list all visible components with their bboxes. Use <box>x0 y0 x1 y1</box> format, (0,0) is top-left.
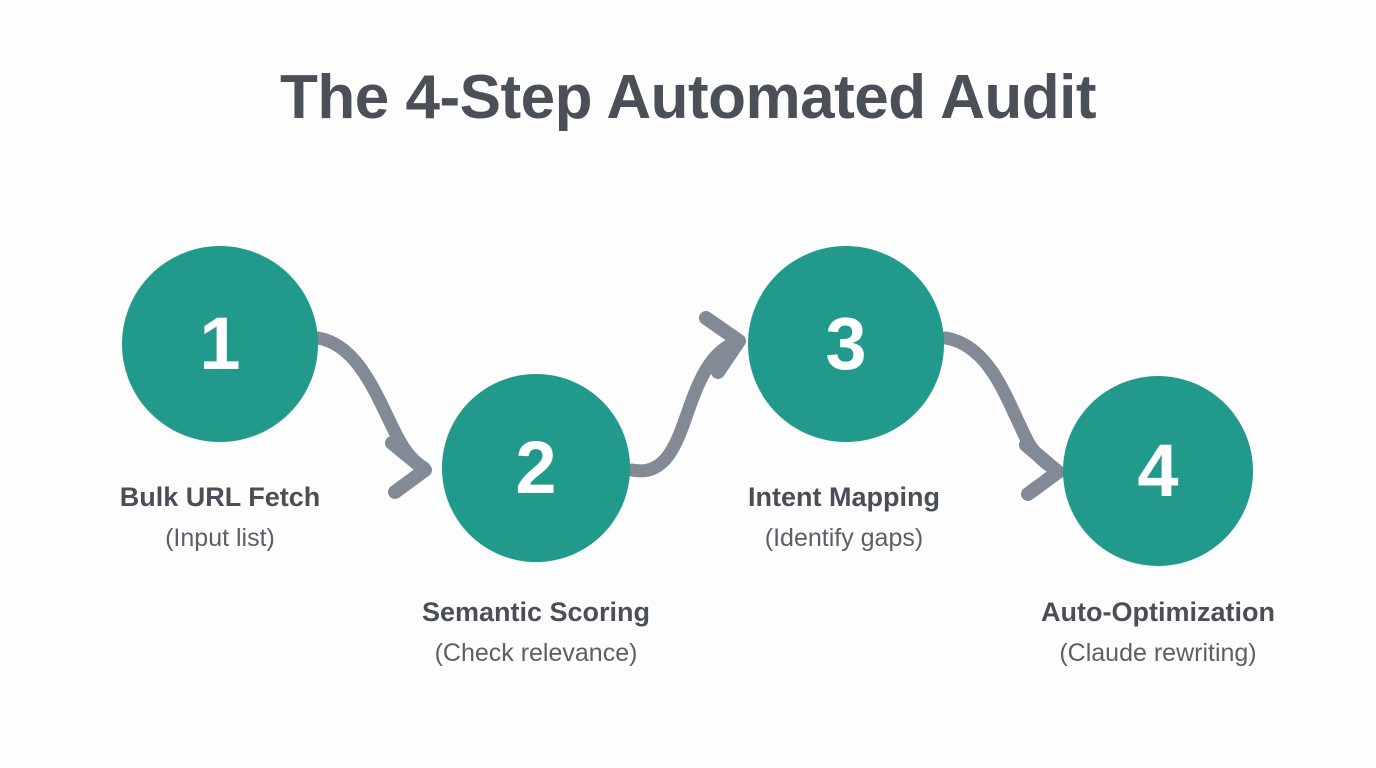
step-1-subtitle: (Input list) <box>165 524 275 553</box>
step-4-subtitle: (Claude rewriting) <box>1059 639 1257 668</box>
step-4-title: Auto-Optimization <box>1041 597 1275 627</box>
step-2-subtitle: (Check relevance) <box>434 639 638 668</box>
step-2-labels: Semantic Scoring (Check relevance) <box>336 597 736 668</box>
step-1-circle[interactable]: 1 <box>122 246 318 442</box>
step-4-circle[interactable]: 4 <box>1063 376 1253 566</box>
step-3-title: Intent Mapping <box>748 482 940 512</box>
step-3-subtitle: (Identify gaps) <box>764 524 924 553</box>
step-2-title: Semantic Scoring <box>421 597 651 627</box>
step-3-number: 3 <box>825 302 867 385</box>
step-1-title: Bulk URL Fetch <box>119 482 321 512</box>
step-3-labels: Intent Mapping (Identify gaps) <box>644 482 1044 553</box>
connector-2-to-3 <box>625 311 746 478</box>
page-title: The 4-Step Automated Audit <box>280 63 1096 132</box>
step-1-number: 1 <box>199 302 241 385</box>
step-3-circle[interactable]: 3 <box>748 246 944 442</box>
connector-3-to-4 <box>939 331 1065 501</box>
step-2-number: 2 <box>515 426 557 509</box>
step-4-labels: Auto-Optimization (Claude rewriting) <box>958 597 1358 668</box>
connector-1-to-2 <box>311 331 432 499</box>
step-4-number: 4 <box>1137 429 1179 512</box>
step-2-circle[interactable]: 2 <box>442 374 630 562</box>
step-1-labels: Bulk URL Fetch (Input list) <box>20 482 420 553</box>
